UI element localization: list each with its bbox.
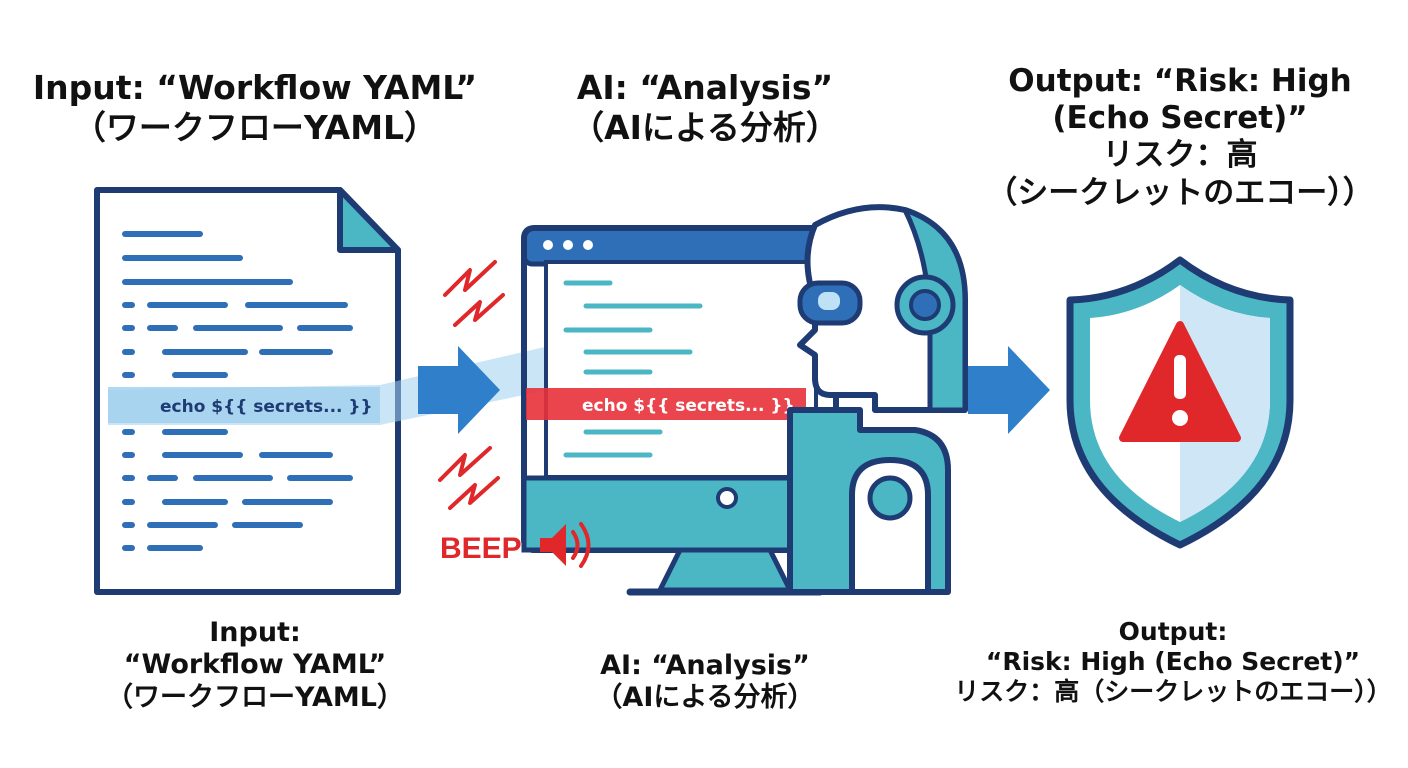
input-title-line-1: Input: “Workflow YAML” — [32, 68, 478, 107]
output-title-line-2: (Echo Secret)” — [1052, 100, 1308, 137]
arrow-right-icon — [968, 346, 1050, 434]
beep-label: BEEP — [440, 532, 522, 565]
ai-caption-line-2: （AIによる分析） — [595, 682, 815, 714]
output-title: Output: “Risk: High (Echo Secret)” リスク：高… — [960, 63, 1400, 212]
input-title: Input: “Workflow YAML” （ワークフローYAML） — [20, 68, 490, 147]
ai-title-line-2: （AIによる分析） — [571, 107, 839, 147]
output-title-line-1: Output: “Risk: High — [1008, 63, 1352, 99]
ai-title: AI: “Analysis” （AIによる分析） — [470, 68, 940, 147]
monitor-highlight-text: echo ${{ secrets... }} — [582, 396, 795, 416]
output-caption: Output: “Risk: High (Echo Secret)” リスク：高… — [948, 617, 1398, 707]
output-caption-line-3: リスク：高（シークレットのエコー）） — [954, 677, 1392, 706]
output-caption-line-2: “Risk: High (Echo Secret)” — [985, 647, 1361, 676]
document-highlight-text: echo ${{ secrets... }} — [160, 397, 373, 417]
output-title-line-3: リスク：高 — [1102, 137, 1258, 174]
input-caption: Input: “Workflow YAML” （ワークフローYAML） — [20, 617, 490, 714]
input-caption-line-1: Input: — [209, 617, 301, 648]
ai-robot-icon — [787, 204, 968, 595]
ai-caption-line-1: AI: “Analysis” — [600, 650, 810, 681]
input-caption-line-2: “Workflow YAML” — [123, 649, 387, 681]
monitor-highlight-bar — [526, 388, 806, 420]
arrow-right-icon — [418, 346, 500, 434]
speaker-icon — [540, 522, 591, 568]
ai-caption: AI: “Analysis” （AIによる分析） — [470, 650, 940, 715]
output-title-line-4: （シークレットのエコー）） — [986, 174, 1374, 211]
ai-title-line-1: AI: “Analysis” — [576, 68, 834, 107]
document-highlight-bar — [108, 387, 380, 423]
input-title-line-2: （ワークフローYAML） — [72, 107, 438, 147]
input-caption-line-3: （ワークフローYAML） — [106, 681, 404, 713]
alert-zigzag-icon — [438, 260, 505, 510]
output-caption-line-1: Output: — [1118, 617, 1228, 646]
security-shield-icon — [1066, 256, 1294, 549]
